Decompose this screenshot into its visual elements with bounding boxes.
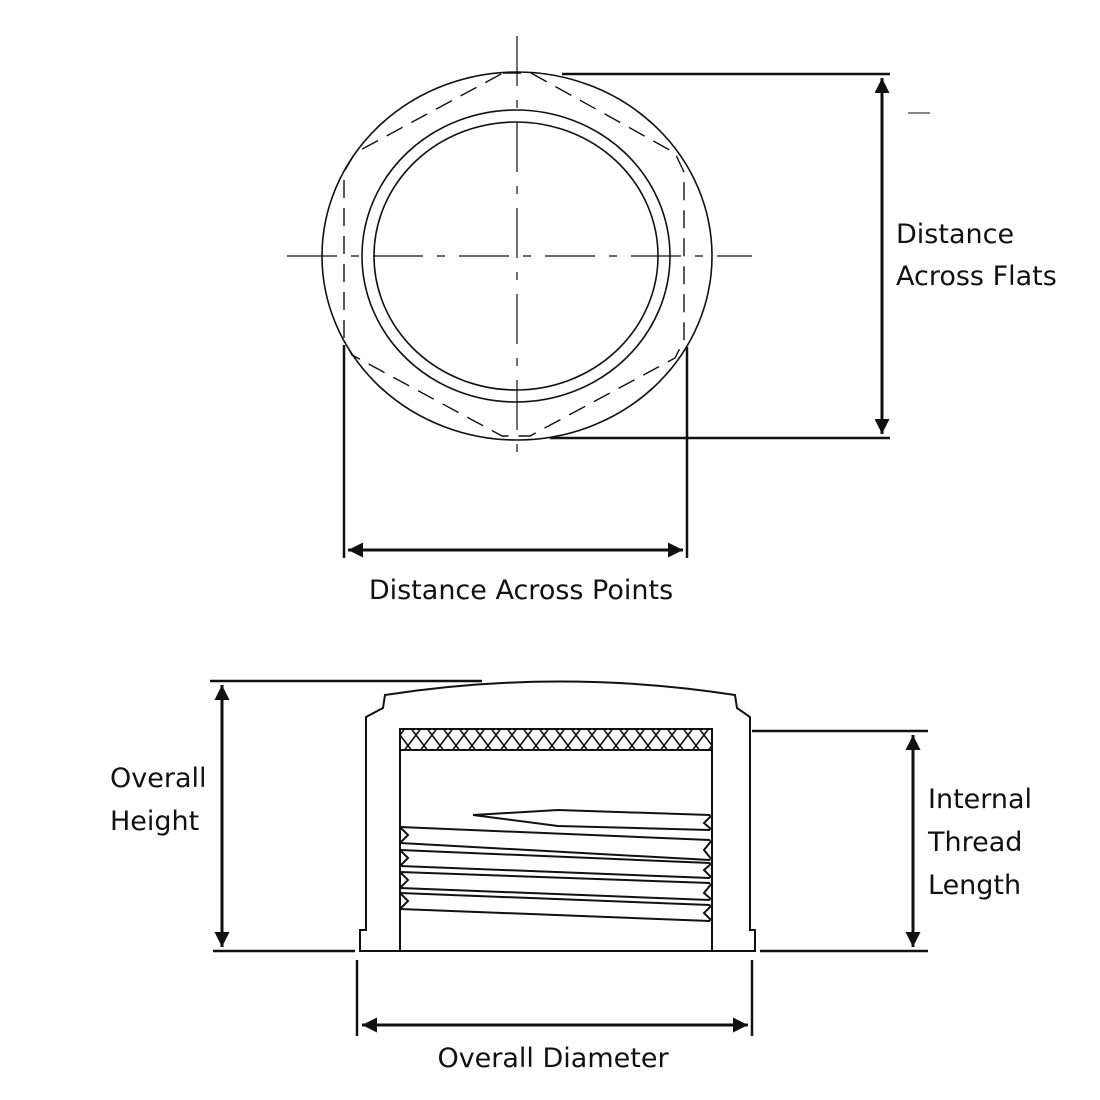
knurled-band	[399, 728, 713, 751]
internal-thread-length-label-2: Thread	[927, 827, 1022, 858]
internal-thread-length-label-3: Length	[928, 870, 1021, 901]
distance-across-flats-label-2: Across Flats	[896, 261, 1057, 292]
internal-thread	[399, 808, 713, 922]
outer-circle	[321, 71, 713, 441]
inner-ring-outer	[361, 109, 671, 403]
overall-height-label-2: Height	[110, 806, 199, 837]
internal-thread-length-label: Internal	[928, 784, 1032, 815]
cap-body-outline	[359, 680, 756, 952]
overall-diameter-label: Overall Diameter	[437, 1043, 669, 1074]
distance-across-points-label: Distance Across Points	[369, 575, 673, 606]
inner-ring-inner	[373, 121, 659, 391]
distance-across-flats-label: Distance	[896, 219, 1014, 250]
side-view	[210, 679, 928, 1036]
hexagon-hidden-outline	[343, 72, 685, 437]
top-view	[287, 36, 930, 558]
overall-height-label: Overall	[110, 763, 207, 794]
